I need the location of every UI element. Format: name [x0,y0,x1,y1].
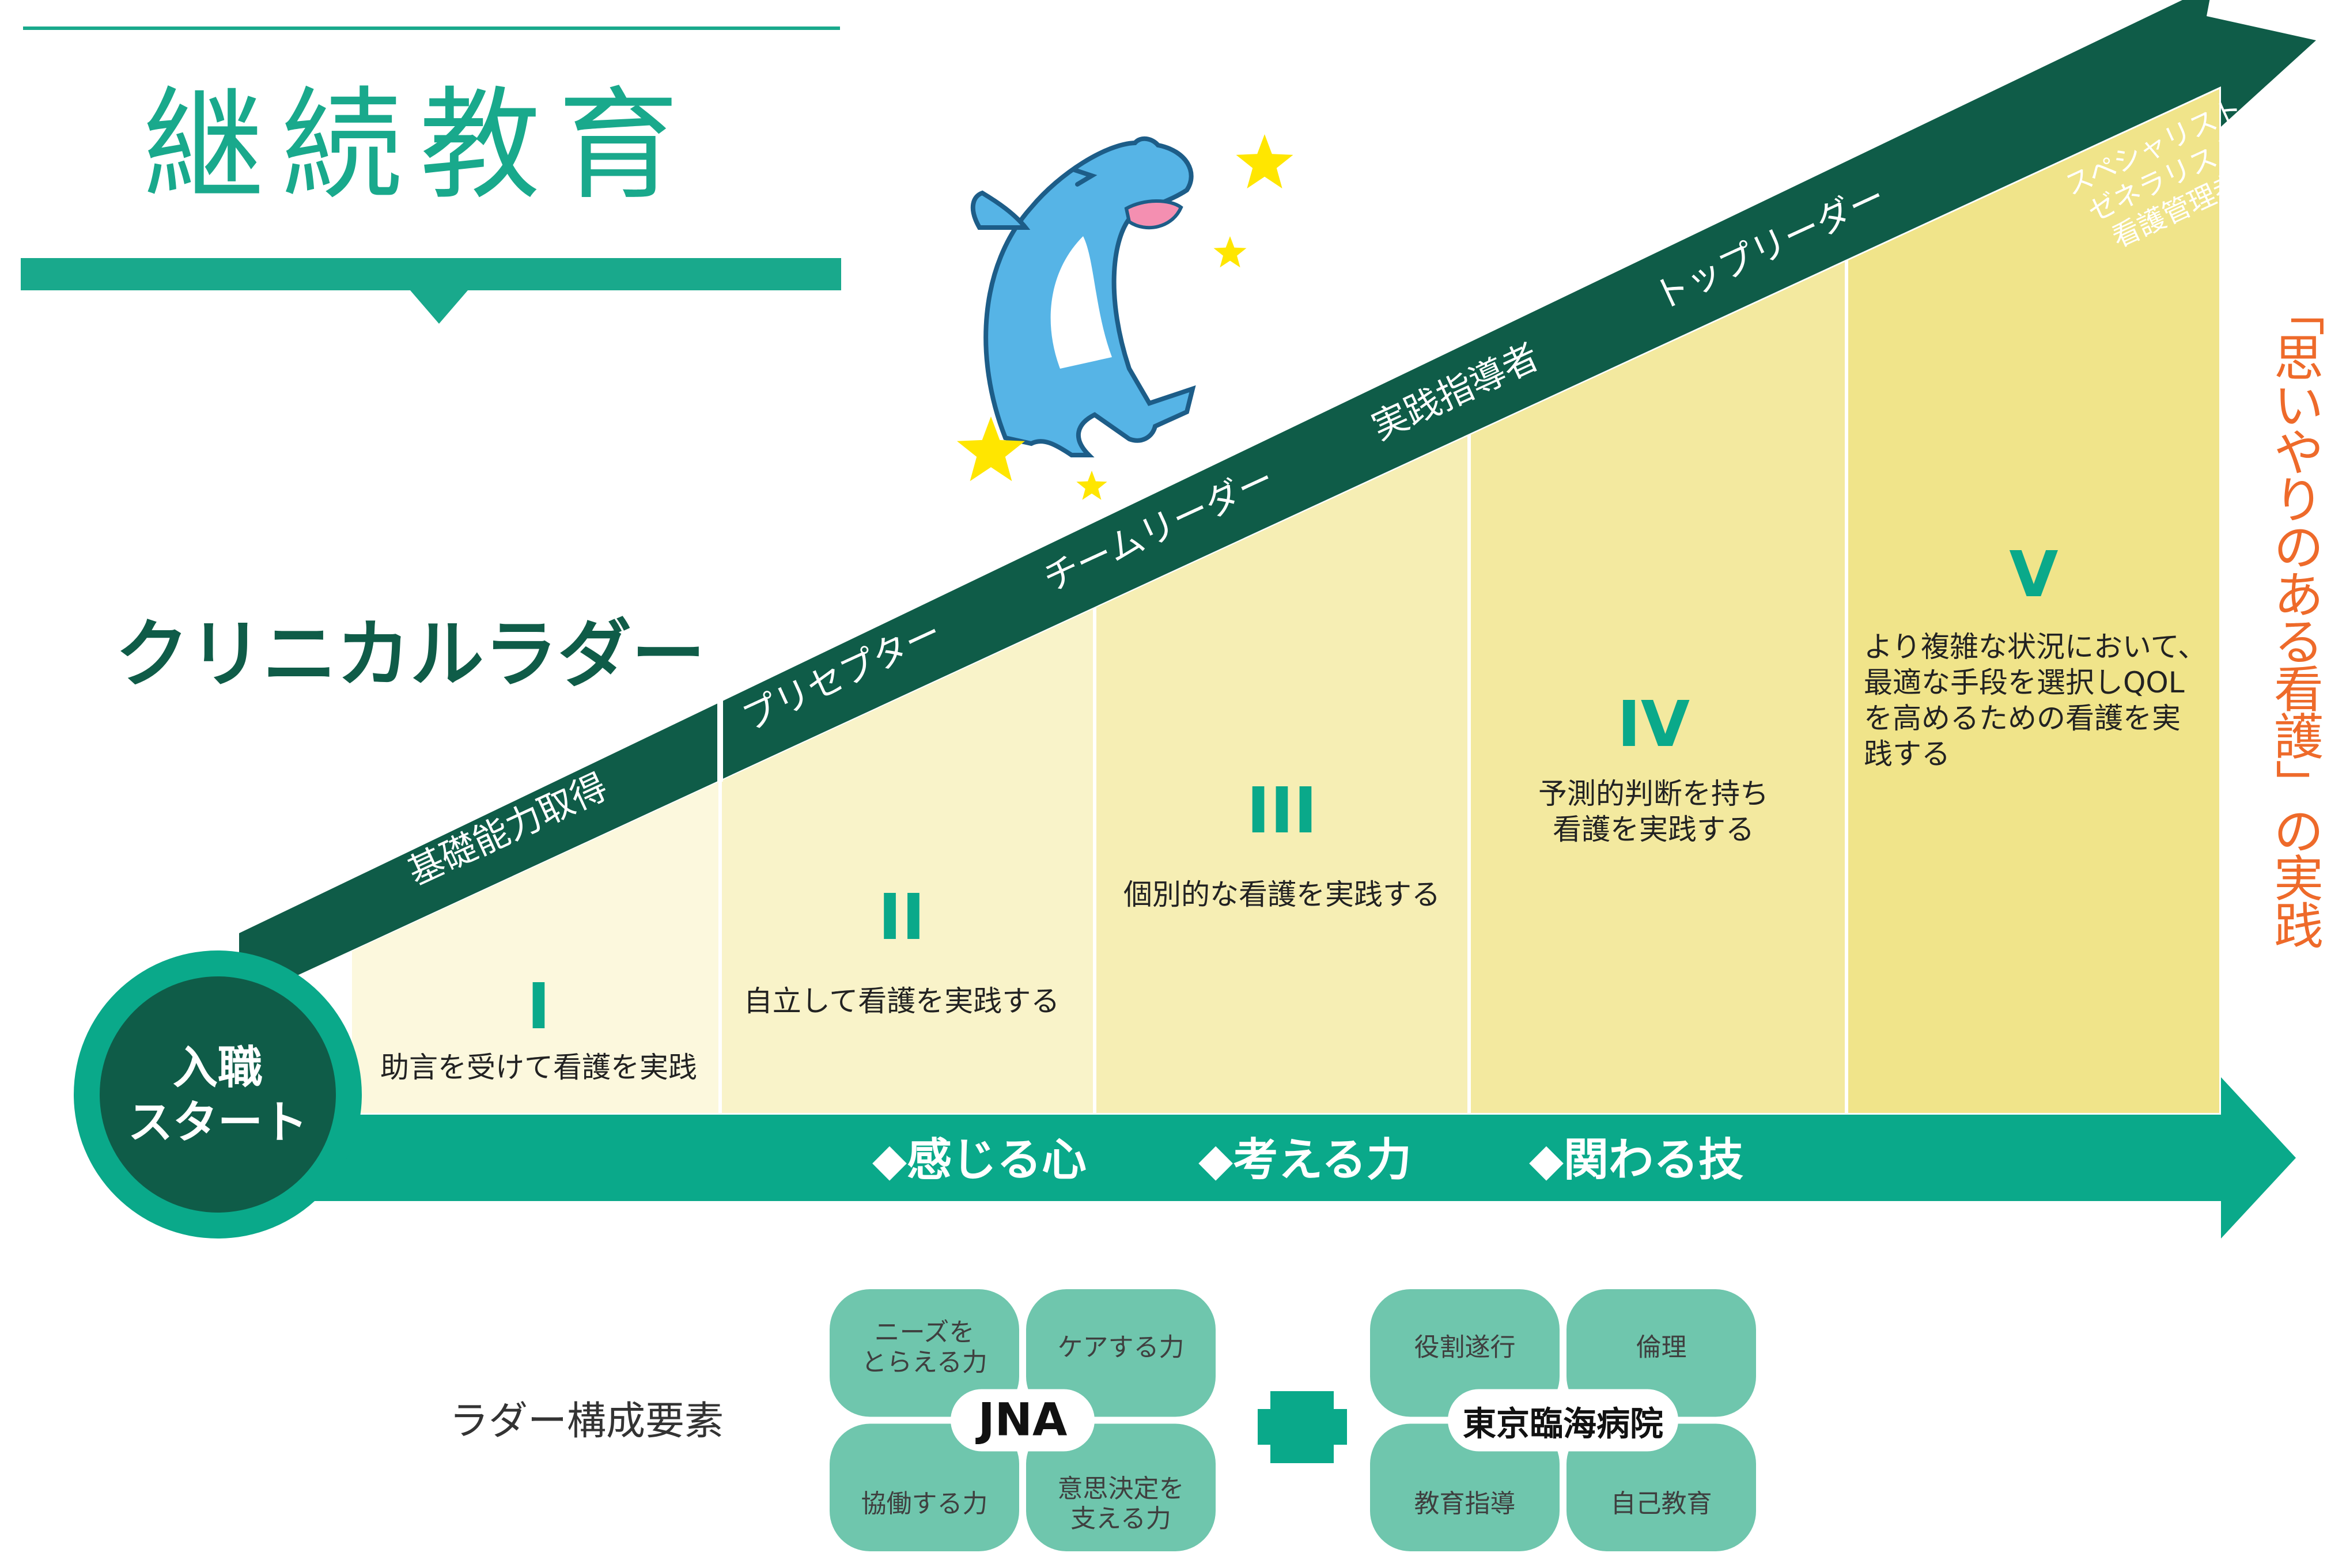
competency-2: ◆考える力 [1198,1134,1412,1186]
hospital-label-tr: 倫理 [1636,1333,1687,1362]
vertical-char: 践 [2274,898,2324,956]
stars [957,134,1293,500]
dolphin-mouth [1124,199,1183,230]
star-icon [1213,236,1247,268]
jna-quadrant-bl [830,1423,1019,1551]
level-desc-4: 予測的判断を持ち [1538,777,1769,810]
dolphin-eye [1072,168,1098,187]
vertical-char: 護 [2274,709,2324,766]
star-icon [1076,471,1107,500]
level-desc-3: 個別的な看護を実践する [1123,878,1440,911]
level-numeral-5: V [2009,537,2058,611]
vertical-char: る [2274,614,2324,672]
hospital-center-label: 東京臨海病院 [1463,1404,1663,1444]
plus-icon [1258,1391,1347,1463]
plus-horizontal [1258,1409,1347,1445]
career-arrow-band [239,0,2316,1002]
hospital-quadrant-bl [1370,1423,1560,1551]
start-circle [100,976,336,1213]
hospital-center-pill [1448,1389,1678,1452]
level-desc-5: を高めるための看護を実 [1864,702,2181,735]
dolphin-fin [970,190,1031,230]
vertical-char: の [2274,520,2324,577]
hospital-quadrant-br [1566,1423,1756,1551]
vertical-char: 看 [2274,661,2324,719]
level-numeral-2: II [878,880,925,954]
jna-label-br: 支える力 [1070,1504,1171,1533]
level-desc-5: より複雑な状況において、 [1864,630,2207,664]
hospital-quadrant-tr [1566,1289,1756,1417]
hospital-label-bl: 教育指導 [1414,1489,1516,1518]
level-numeral-4: IV [1617,687,1690,761]
competency-labels: ◆感じる心 ◆考える力 ◆関わる技 [872,1134,1743,1186]
base-arrow [207,1077,2296,1239]
title-bottom-bar [21,258,841,290]
level-desc-4: 看護を実践する [1553,813,1754,846]
star-icon [1236,134,1293,189]
vertical-char: の [2274,804,2324,861]
vertical-char: 実 [2274,851,2324,908]
title-pointer [410,290,468,324]
level-desc-5: 践する [1864,737,1950,771]
level-columns: I 助言を受けて看護を実践 II 自立して看護を実践する III 個別的な看護を実践する I… [349,84,2223,1116]
competency-1: ◆感じる心 [872,1134,1087,1186]
start-line2: スタート [128,1097,308,1149]
vertical-char: 」 [2269,759,2327,809]
level-desc-1: 助言を受けて看護を実践 [380,1051,697,1084]
vertical-char: り [2274,472,2324,530]
hospital-label-tl: 役割遂行 [1414,1333,1516,1362]
hospital-label-br: 自己教育 [1611,1489,1712,1518]
title-top-line [23,26,840,30]
ladder-title: クリニカルラダー [115,612,705,698]
vertical-char: や [2274,425,2324,482]
level-desc-2: 自立して看護を実践する [744,984,1060,1018]
vertical-char: あ [2274,567,2324,624]
level-numeral-1: I [527,969,551,1043]
jna-center-label: JNA [975,1395,1068,1446]
star-icon [957,416,1025,482]
start-line1: 入職 [173,1042,263,1094]
level-numeral-3: III [1247,774,1318,847]
jna-quadrant-br [1026,1423,1216,1551]
vertical-char: い [2274,377,2324,435]
jna-label-br: 意思決定を [1058,1474,1185,1503]
dolphin-belly [1050,236,1112,369]
jna-label-tl: とらえる力 [861,1348,987,1377]
jna-label-bl: 協働する力 [861,1489,988,1518]
jna-label-tr: ケアする力 [1058,1333,1185,1362]
page-title: 継続教育 [143,75,696,216]
hospital-quadrant-tl [1370,1289,1560,1417]
vertical-char: 思 [2274,330,2324,388]
jna-label-tl: ニーズを [875,1318,975,1347]
vertical-char: 「 [2269,286,2327,336]
jna-center-pill [951,1389,1095,1452]
level-desc-5: 最適な手段を選択しQOL [1864,666,2185,699]
competency-3: ◆関わる技 [1529,1134,1743,1186]
components-label: ラダー構成要素 [449,1399,724,1444]
jna-quadrant-tl [830,1289,1019,1417]
dolphin-mascot-icon [970,136,1196,457]
jna-quadrant-tr [1026,1289,1216,1417]
